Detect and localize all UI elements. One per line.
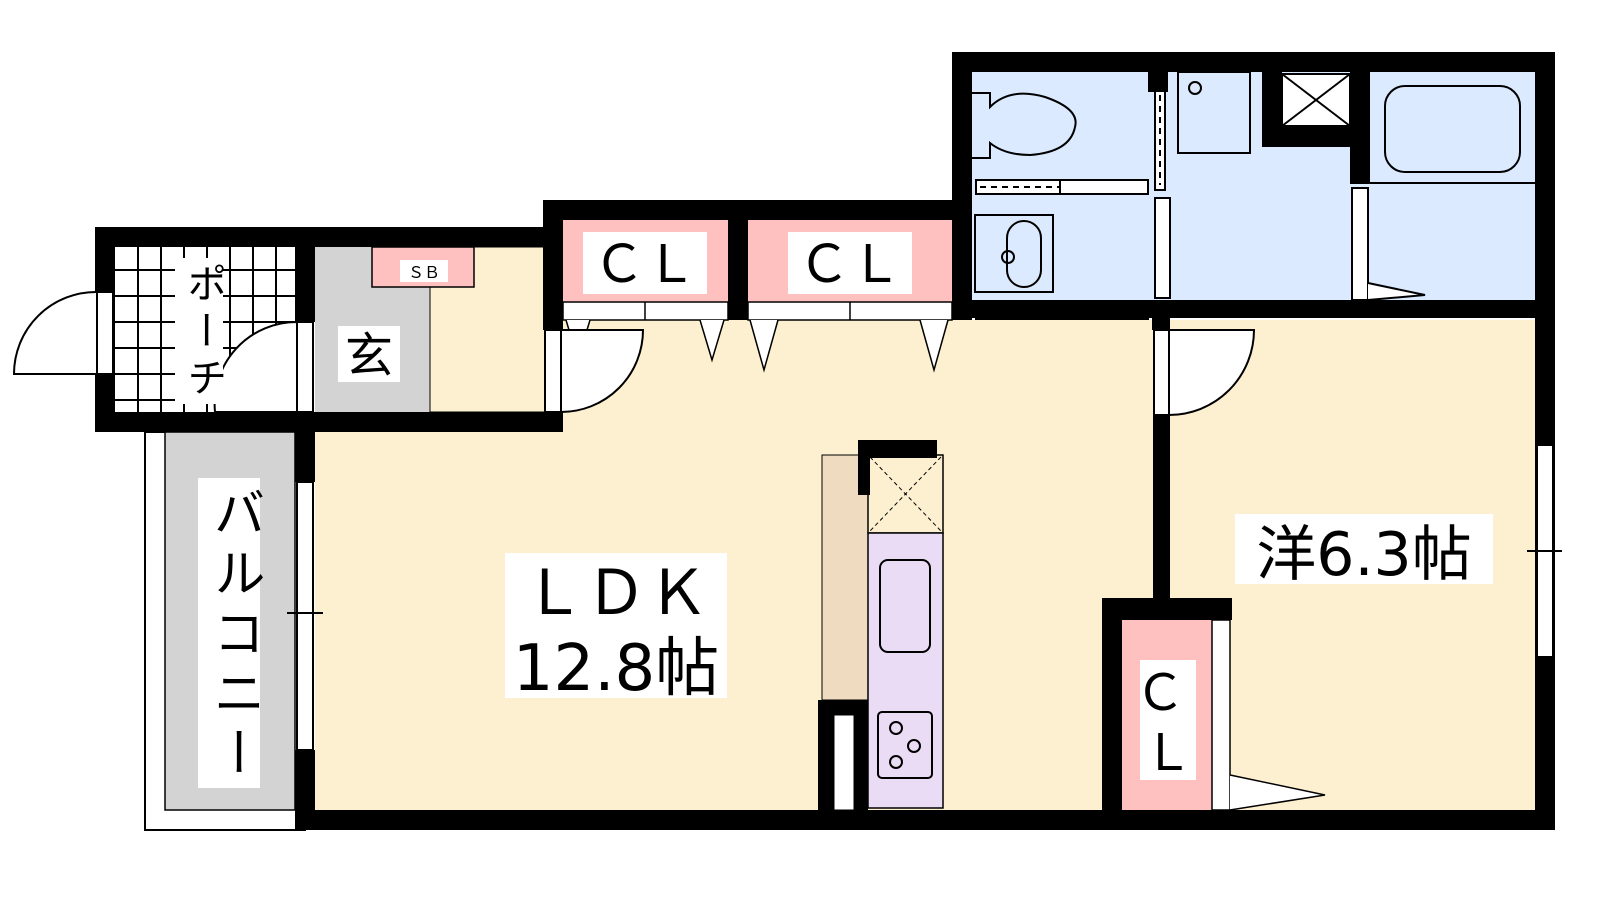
doors xyxy=(12,290,1562,751)
room-door-swing xyxy=(1168,329,1256,417)
ldk-label: ＬＤＫ xyxy=(523,556,709,629)
sink-icon xyxy=(879,559,931,653)
ldk-size-label: 12.8帖 xyxy=(513,632,720,706)
hall-door-swing xyxy=(560,329,645,414)
closet-2-label: ＣＬ xyxy=(798,235,902,295)
entrance-label: 玄 xyxy=(345,328,393,384)
shoe-box-label: ＳＢ xyxy=(408,263,440,282)
kitchen-counter xyxy=(821,454,869,701)
porch-door-swing xyxy=(12,290,98,375)
fridge-space xyxy=(833,714,855,811)
porch-label: ポーチ xyxy=(175,258,226,404)
bathtub-icon xyxy=(1384,85,1521,173)
range-hood-cross xyxy=(869,456,942,532)
balcony-label: バルコニー xyxy=(198,478,264,788)
toilet-icon xyxy=(972,92,1077,159)
stove-icon xyxy=(877,711,933,779)
walls xyxy=(95,52,1555,830)
washing-machine-icon xyxy=(1177,71,1251,154)
closet-3-label: Ｃ Ｌ xyxy=(1135,664,1201,782)
balcony-window xyxy=(296,481,314,751)
closet-1-label: ＣＬ xyxy=(593,235,697,295)
western-room-label: 洋6.3帖 xyxy=(1256,520,1471,590)
